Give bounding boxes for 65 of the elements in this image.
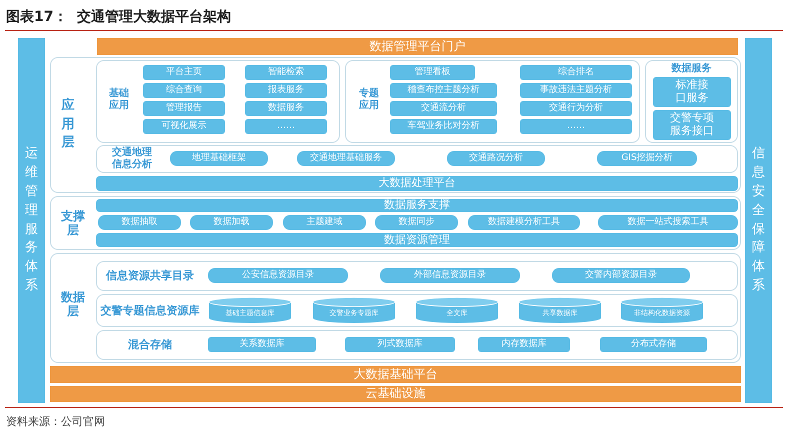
feature-tile: 报表服务 bbox=[245, 83, 327, 98]
panel-label: 基础应用 bbox=[108, 86, 130, 113]
interface-tile: 标准接口服务 bbox=[653, 77, 731, 107]
source-note: 资料来源：公司官网 bbox=[6, 414, 105, 429]
panel-label: 专题应用 bbox=[358, 86, 380, 113]
feature-tile: 车驾业务比对分析 bbox=[390, 119, 497, 134]
panel-label: 信息资源共享目录 bbox=[104, 268, 195, 284]
layer-panel bbox=[50, 196, 741, 250]
feature-tile: 综合排名 bbox=[520, 65, 632, 80]
feature-tile: …… bbox=[520, 119, 632, 134]
feature-tile: 交通行为分析 bbox=[520, 101, 632, 116]
panel-label: 交警专题信息资源库 bbox=[100, 303, 200, 320]
platform-bar: 大数据处理平台 bbox=[96, 176, 738, 191]
layer-panel bbox=[50, 253, 741, 363]
panel-label: 混合存储 bbox=[127, 337, 173, 354]
service-pill: 交通路况分析 bbox=[447, 151, 545, 166]
feature-tile: 事故违法主题分析 bbox=[520, 83, 632, 98]
service-pill: 主题建域 bbox=[283, 215, 366, 230]
platform-bar: 云基础设施 bbox=[50, 386, 741, 402]
feature-tile: 数据服务 bbox=[245, 101, 327, 116]
feature-tile: 可视化展示 bbox=[143, 119, 225, 134]
feature-tile: 综合查询 bbox=[143, 83, 225, 98]
service-pill: GIS挖掘分析 bbox=[597, 151, 697, 166]
service-pill: 外部信息资源目录 bbox=[380, 268, 520, 283]
service-pill: 数据同步 bbox=[375, 215, 458, 230]
platform-bar: 数据资源管理 bbox=[96, 233, 738, 247]
layer-panel bbox=[96, 60, 340, 143]
feature-tile: 稽查布控主题分析 bbox=[390, 83, 497, 98]
side-band: 运维管理服务体系 bbox=[18, 38, 45, 403]
panel-label: 数据服务 bbox=[670, 62, 712, 76]
service-pill: 数据抽取 bbox=[98, 215, 181, 230]
layer-panel bbox=[50, 57, 741, 193]
feature-tile: …… bbox=[245, 119, 327, 134]
figure-title: 图表17： 交通管理大数据平台架构 bbox=[6, 8, 232, 26]
service-pill: 交通地理基础服务 bbox=[297, 151, 395, 166]
service-pill: 数据加载 bbox=[190, 215, 273, 230]
feature-tile: 平台主页 bbox=[143, 65, 225, 80]
side-band: 信息安全保障体系 bbox=[745, 38, 772, 403]
service-pill: 公安信息资源目录 bbox=[208, 268, 348, 283]
feature-tile: 管理报告 bbox=[143, 101, 225, 116]
feature-tile: 内存数据库 bbox=[478, 337, 570, 352]
layer-panel bbox=[645, 60, 738, 143]
feature-tile: 列式数据库 bbox=[345, 337, 455, 352]
service-pill: 数据一站式搜索工具 bbox=[598, 215, 738, 230]
layer-panel bbox=[96, 145, 738, 173]
feature-tile: 管理看板 bbox=[390, 65, 475, 80]
layer-panel bbox=[96, 261, 738, 291]
feature-tile: 关系数据库 bbox=[208, 337, 316, 352]
service-pill: 数据建模分析工具 bbox=[468, 215, 580, 230]
layer-panel bbox=[96, 330, 738, 360]
platform-bar: 大数据基础平台 bbox=[50, 366, 741, 383]
panel-label: 交通地理信息分析 bbox=[110, 147, 153, 171]
platform-bar: 数据服务支撑 bbox=[96, 199, 738, 212]
layer-panel bbox=[96, 294, 738, 327]
feature-tile: 智能检索 bbox=[245, 65, 327, 80]
platform-bar: 数据管理平台门户 bbox=[97, 38, 738, 55]
panel-label: 支撑层 bbox=[60, 208, 86, 239]
interface-tile: 交警专项服务接口 bbox=[653, 110, 731, 140]
feature-tile: 交通流分析 bbox=[390, 101, 497, 116]
panel-label: 数据层 bbox=[60, 288, 86, 320]
service-pill: 地理基础框架 bbox=[170, 151, 268, 166]
service-pill: 交警内部资源目录 bbox=[552, 268, 690, 283]
panel-label: 应用层 bbox=[60, 96, 76, 152]
feature-tile: 分布式存储 bbox=[600, 337, 707, 352]
layer-panel bbox=[345, 60, 640, 143]
